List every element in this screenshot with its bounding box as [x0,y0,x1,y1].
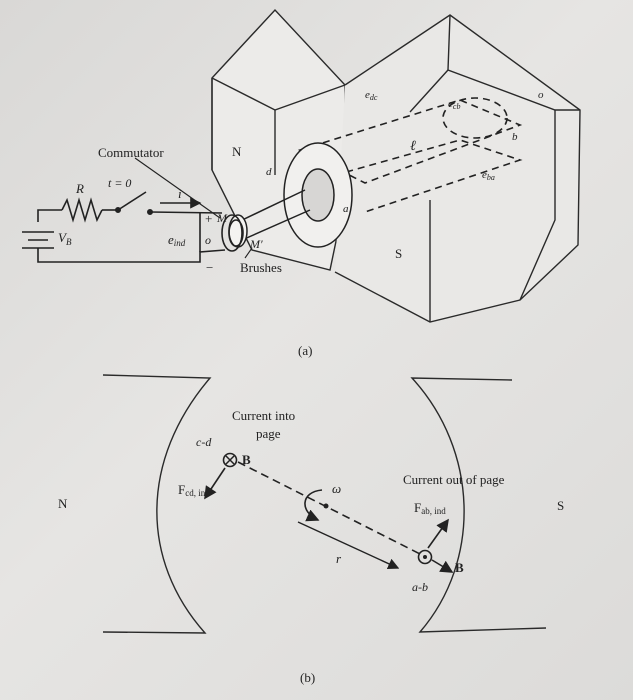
pole-block-s [334,14,581,323]
switch-blade [117,191,147,211]
conductor-cd [222,452,238,468]
force-ab-arrow [427,518,449,549]
current-into-label-line1: Current into [232,408,295,423]
figure-a: Commutator t = 0 R VB i + − eind o M M′ … [22,8,581,358]
ab-label: a-b [412,580,428,594]
rotation-center [323,503,329,509]
resistor-label: R [75,181,84,196]
radius-arrow [297,521,400,569]
commutator-rings [221,214,244,252]
axis-label: ℓ [410,139,416,154]
commutator-leader [134,157,221,219]
top-right-label: o [538,89,544,101]
b-field-bottom-label: B [455,560,464,575]
current-into-label-line2: page [256,426,281,441]
emf-ba-label: eba [482,169,495,182]
omega-label: ω [332,481,341,496]
pole-s-label-a: S [395,246,402,261]
current-label: i [178,186,182,201]
conductor-axis-line [237,461,423,556]
conductor-ab [417,549,433,565]
brush-m-prime-label: M′ [249,237,263,251]
caption-a: (a) [298,343,312,358]
figure-b: N S Current into page c-d B Fcd, ind ω C… [58,374,564,685]
force-cd-label: Fcd, ind [178,482,210,498]
battery-label: VB [58,230,72,247]
cd-label: c-d [196,435,212,449]
emf-cb-label: ecb [448,98,460,111]
force-cd-arrow [204,467,226,500]
node-o-label: o [205,233,211,247]
external-circuit [22,191,226,263]
b-field-arrow-bottom [431,559,454,573]
resistor [61,197,103,223]
brushes-leader [244,247,253,259]
minus-label: − [206,260,213,275]
pole-face-s [410,377,547,633]
force-ab-label: Fab, ind [414,500,446,516]
r-label: r [336,551,342,566]
emf-label: eind [168,232,186,248]
pole-face-n [102,374,212,634]
loop-d-label: d [266,166,272,178]
pole-s-label-b: S [557,498,564,513]
pole-n-label-b: N [58,496,68,511]
brushes-label: Brushes [240,260,282,275]
loop-a-label: a [343,203,349,215]
loop-b-label: b [512,131,518,143]
battery [22,231,54,249]
plus-label: + [205,211,212,226]
commutator-label: Commutator [98,145,164,160]
emf-dc-label: edc [365,89,378,102]
caption-b: (b) [300,670,315,685]
b-field-top-label: B [242,452,251,467]
rotation-arrow [304,489,323,522]
pole-n-label-a: N [232,144,242,159]
current-out-label: Current out of page [403,472,505,487]
switch-label: t = 0 [108,176,131,190]
brush-m-label: M [216,211,228,225]
